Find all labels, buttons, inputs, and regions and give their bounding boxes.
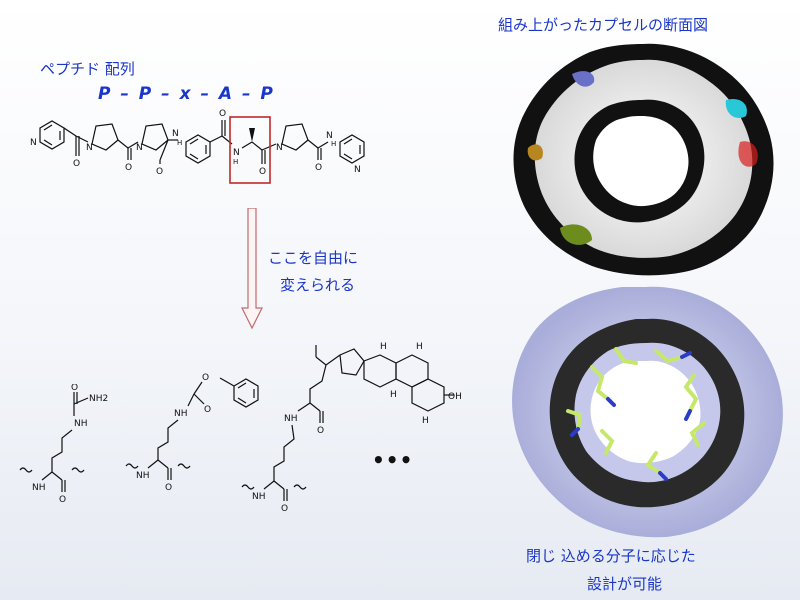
urea-nh: NH xyxy=(74,419,88,429)
benzyl-ring xyxy=(233,378,259,408)
proline-n-2: N xyxy=(136,143,143,153)
sidechain2-nh: NH xyxy=(136,471,150,481)
wavy-bond-icon xyxy=(293,484,307,490)
peptide-sequence-label: ペプチド 配列 xyxy=(40,60,135,78)
carbonyl-o-5: O xyxy=(259,167,266,177)
benzene-ring xyxy=(185,134,211,164)
steroid-h-1: H xyxy=(380,342,387,352)
capsule2-cavity xyxy=(590,360,701,464)
alanine-h: H xyxy=(233,158,238,166)
sidechain2-o: O xyxy=(165,483,172,493)
carbonyl-o-2: O xyxy=(125,163,132,173)
steroid-h-3: H xyxy=(390,390,397,400)
amide-n-2: N xyxy=(326,131,333,141)
urea-o: O xyxy=(71,384,78,393)
peptide-sequence-formula: P – P – x – A – P xyxy=(98,84,275,104)
more-variants-ellipsis: ••• xyxy=(372,448,414,472)
pyridine-ring-right xyxy=(339,134,365,164)
sidechain-structure-cbz: O O NH O NH xyxy=(125,373,259,493)
surface-patch-red xyxy=(738,141,758,167)
steroid-amide-o: O xyxy=(317,426,324,436)
amide-h-2: H xyxy=(331,140,336,148)
carbonyl-o-4: O xyxy=(219,109,226,119)
amide-h-1: H xyxy=(177,139,182,147)
urea-nh2: NH2 xyxy=(89,394,108,404)
peptide-structure-diagram: N O N O N O N H O N H O N O N H xyxy=(30,109,365,184)
surface-patch-green xyxy=(560,224,592,245)
sidechain-structure-steroid: H H H H OH O NH O NH xyxy=(241,342,462,514)
alanine-n: N xyxy=(233,148,240,158)
surface-patch-blue xyxy=(572,71,595,87)
pyridine-n-right: N xyxy=(354,165,361,175)
carbonyl-o-1: O xyxy=(73,159,80,169)
wavy-bond-icon xyxy=(71,467,85,473)
steroid-h-2: H xyxy=(416,342,423,352)
carbonyl-o-6: O xyxy=(315,163,322,173)
wavy-bond-icon xyxy=(125,463,139,469)
steroid-amide-nh: NH xyxy=(284,414,298,424)
carbamate-o: O xyxy=(204,405,211,415)
amide-n-1: N xyxy=(172,129,179,139)
capsule-cross-section-image xyxy=(513,43,774,276)
steroid-oh: OH xyxy=(448,392,462,402)
proline-ring-2 xyxy=(141,123,169,151)
freely-changeable-label-line2: 変えられる xyxy=(280,276,356,294)
sidechain-structure-urea: O NH2 NH O NH xyxy=(19,384,108,504)
sidechain1-nh: NH xyxy=(32,483,46,493)
ester-o: O xyxy=(202,373,209,383)
freely-changeable-label-line1: ここを自由に xyxy=(268,249,359,267)
variable-residue-highlight-box xyxy=(229,116,271,184)
design-caption-line1: 閉じ 込める分子に応じた xyxy=(526,547,696,565)
down-arrow-icon xyxy=(241,208,263,330)
wavy-bond-icon xyxy=(177,463,191,469)
proline-ring-3 xyxy=(281,123,309,151)
steroid-h-4: H xyxy=(422,416,429,426)
design-caption-line2: 設計が可能 xyxy=(587,575,663,593)
capsule-cross-section-title: 組み上がったカプセルの断面図 xyxy=(498,16,709,34)
proline-n-1: N xyxy=(86,143,93,153)
capsule-cavity xyxy=(593,116,689,207)
capsule-with-guests-image xyxy=(512,286,783,538)
carbonyl-o-3: O xyxy=(156,167,163,177)
proline-n-3: N xyxy=(276,143,283,153)
proline-ring-1 xyxy=(91,123,119,151)
steroid-ring-system xyxy=(339,348,445,412)
guest-molecule-sticks xyxy=(566,347,706,481)
wavy-bond-icon xyxy=(241,484,255,490)
pyridine-n-left: N xyxy=(30,138,37,148)
surface-patch-cyan xyxy=(725,98,747,119)
carbamate-nh: NH xyxy=(174,409,188,419)
pyridine-ring-left xyxy=(39,120,65,150)
surface-patch-brown xyxy=(527,144,543,161)
sidechain1-o: O xyxy=(59,495,66,504)
wavy-bond-icon xyxy=(19,467,33,473)
sidechain3-nh: NH xyxy=(252,492,266,502)
sidechain3-o: O xyxy=(281,504,288,514)
